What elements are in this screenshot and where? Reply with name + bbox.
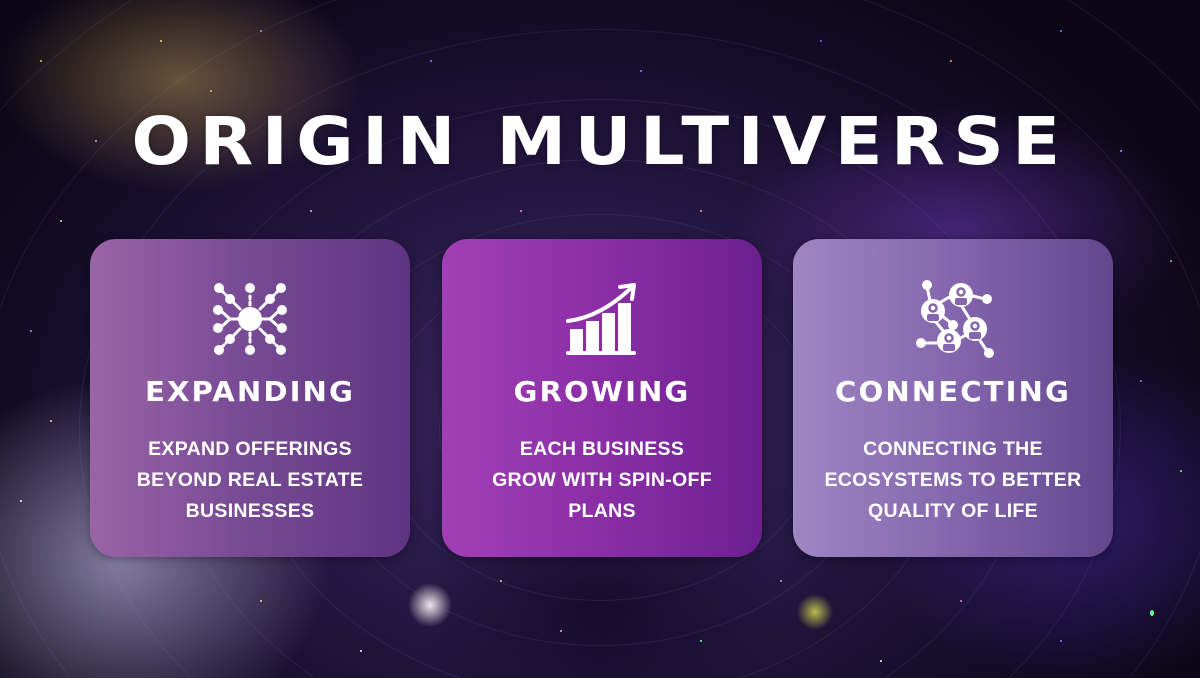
growth-chart-icon [560,277,644,361]
description-line: EACH BUSINESS [519,438,685,460]
slide-title: ORIGIN MULTIVERSE [131,103,1069,180]
description-line: BEYOND REAL ESTATE [136,469,364,491]
description-line: ECOSYSTEMS TO BETTER [824,469,1082,491]
card-description: CONNECTING THE ECOSYSTEMS TO BETTER QUAL… [803,434,1103,527]
description-line: GROW WITH SPIN-OFF [492,469,712,491]
description-line: PLANS [568,500,636,522]
card-expanding: EXPANDING EXPAND OFFERINGS BEYOND REAL E… [90,239,410,557]
card-description: EACH BUSINESS GROW WITH SPIN-OFF PLANS [452,434,752,527]
network-hub-icon [208,277,292,361]
description-line: BUSINESSES [185,500,315,522]
card-description: EXPAND OFFERINGS BEYOND REAL ESTATE BUSI… [100,434,400,527]
card-heading: EXPANDING [145,375,355,408]
description-line: EXPAND OFFERINGS [148,438,352,460]
description-line: QUALITY OF LIFE [868,500,1038,522]
card-connecting: CONNECTING CONNECTING THE ECOSYSTEMS TO … [793,239,1113,557]
description-line: CONNECTING THE [863,438,1043,460]
card-heading: GROWING [513,375,691,408]
connected-people-icon [911,277,995,361]
card-growing: GROWING EACH BUSINESS GROW WITH SPIN-OFF… [442,239,762,557]
card-heading: CONNECTING [835,375,1071,408]
